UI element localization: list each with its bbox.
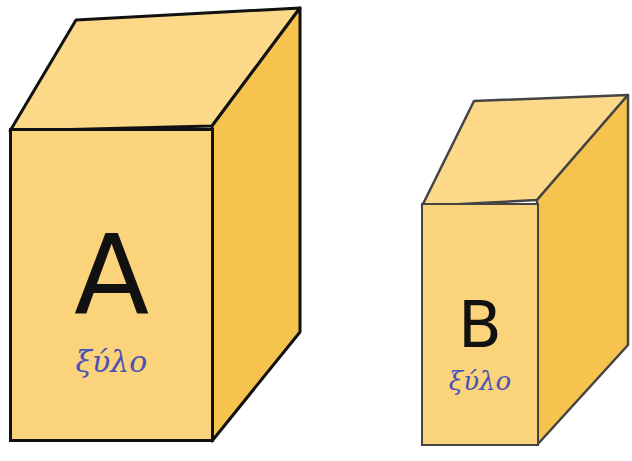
material-label: ξύλο — [449, 367, 511, 396]
wooden-box: Βξύλο — [421, 203, 539, 446]
box-side-face — [537, 95, 628, 445]
box-side-face — [212, 8, 300, 441]
box-letter: Β — [458, 293, 502, 357]
material-label: ξύλο — [76, 345, 148, 378]
box-letter: Α — [74, 221, 149, 331]
wooden-box: Αξύλο — [9, 128, 214, 442]
